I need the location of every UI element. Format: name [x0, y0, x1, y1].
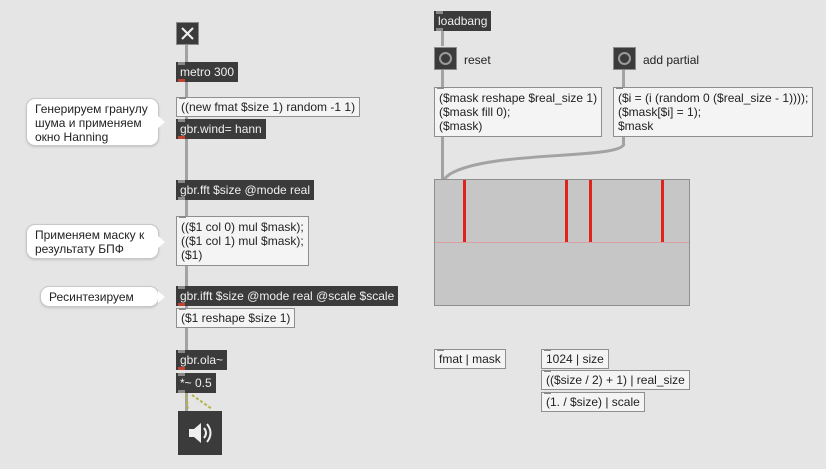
reset-line-2: ($mask fill 0); — [439, 105, 511, 119]
add-line-1: ($i = (i (random 0 ($real_size - 1)))); — [618, 91, 809, 105]
add-line-2: ($mask[$i] = 1); — [618, 105, 702, 119]
speaker-icon — [189, 423, 212, 443]
mask-line-1: (($1 col 0) mul $mask); — [181, 220, 304, 234]
mask-partial-spike — [589, 180, 592, 242]
comment-grain: Генерируем гранулу шума и применяем окно… — [26, 98, 165, 146]
loadbang-object[interactable]: loadbang — [434, 11, 492, 31]
scale-variable[interactable]: (1. / $size) | scale — [541, 392, 645, 412]
ola-object[interactable]: gbr.ola~ — [176, 350, 228, 370]
fmat-mask-text: fmat | mask — [439, 352, 501, 366]
mask-partial-spike — [661, 180, 664, 242]
reset-bang-button[interactable] — [434, 47, 457, 70]
add-line-3: $mask — [618, 119, 654, 133]
gain-object[interactable]: *~ 0.5 — [176, 373, 216, 393]
add-partial-bang-button[interactable] — [613, 47, 636, 70]
real-size-text: (($size / 2) + 1) | real_size — [546, 373, 685, 387]
size-text: 1024 | size — [546, 352, 604, 366]
reset-line-3: ($mask) — [439, 119, 483, 133]
comment-mask: Применяем маску к результату БПФ — [26, 224, 165, 259]
cord-gain-to-dac — [185, 390, 213, 412]
fft-object[interactable]: gbr.fft $size @mode real — [176, 180, 315, 200]
reset-message[interactable]: ($mask reshape $real_size 1) ($mask fill… — [434, 87, 603, 137]
reshape-message[interactable]: ($1 reshape $size 1) — [176, 308, 296, 328]
scale-text: (1. / $size) | scale — [546, 395, 640, 409]
ifft-object[interactable]: gbr.ifft $size @mode real @scale $scale — [176, 286, 399, 306]
real-size-variable[interactable]: (($size / 2) + 1) | real_size — [541, 370, 690, 390]
noise-grain-text: ((new fmat $size 1) random -1 1) — [181, 100, 356, 114]
dac-button[interactable] — [178, 411, 222, 455]
mask-partial-spike — [565, 180, 568, 242]
mask-partial-spike — [463, 180, 466, 242]
mask-apply-message[interactable]: (($1 col 0) mul $mask); (($1 col 1) mul … — [176, 216, 309, 266]
fmat-mask-variable[interactable]: fmat | mask — [434, 349, 506, 369]
matrix-midline — [435, 242, 689, 243]
mask-line-2: (($1 col 1) mul $mask); — [181, 234, 304, 248]
add-partial-message[interactable]: ($i = (i (random 0 ($real_size - 1)))); … — [613, 87, 814, 137]
reset-label: reset — [464, 53, 491, 67]
bang-icon — [618, 52, 631, 65]
x-toggle-icon — [181, 27, 194, 40]
cord-add-to-matrix — [443, 143, 626, 181]
add-partial-label: add partial — [643, 53, 700, 67]
comment-resynth: Ресинтезируем — [40, 286, 165, 307]
bang-icon — [439, 52, 452, 65]
metro-object[interactable]: metro 300 — [176, 62, 239, 82]
size-variable[interactable]: 1024 | size — [541, 349, 609, 369]
toggle-switch[interactable] — [176, 22, 199, 45]
window-object[interactable]: gbr.wind= hann — [176, 119, 266, 139]
noise-grain-message[interactable]: ((new fmat $size 1) random -1 1) — [176, 97, 361, 117]
reshape-text: ($1 reshape $size 1) — [181, 311, 291, 325]
mask-matrix-display[interactable] — [434, 179, 690, 306]
reset-line-1: ($mask reshape $real_size 1) — [439, 91, 598, 105]
mask-line-3: ($1) — [181, 248, 203, 262]
